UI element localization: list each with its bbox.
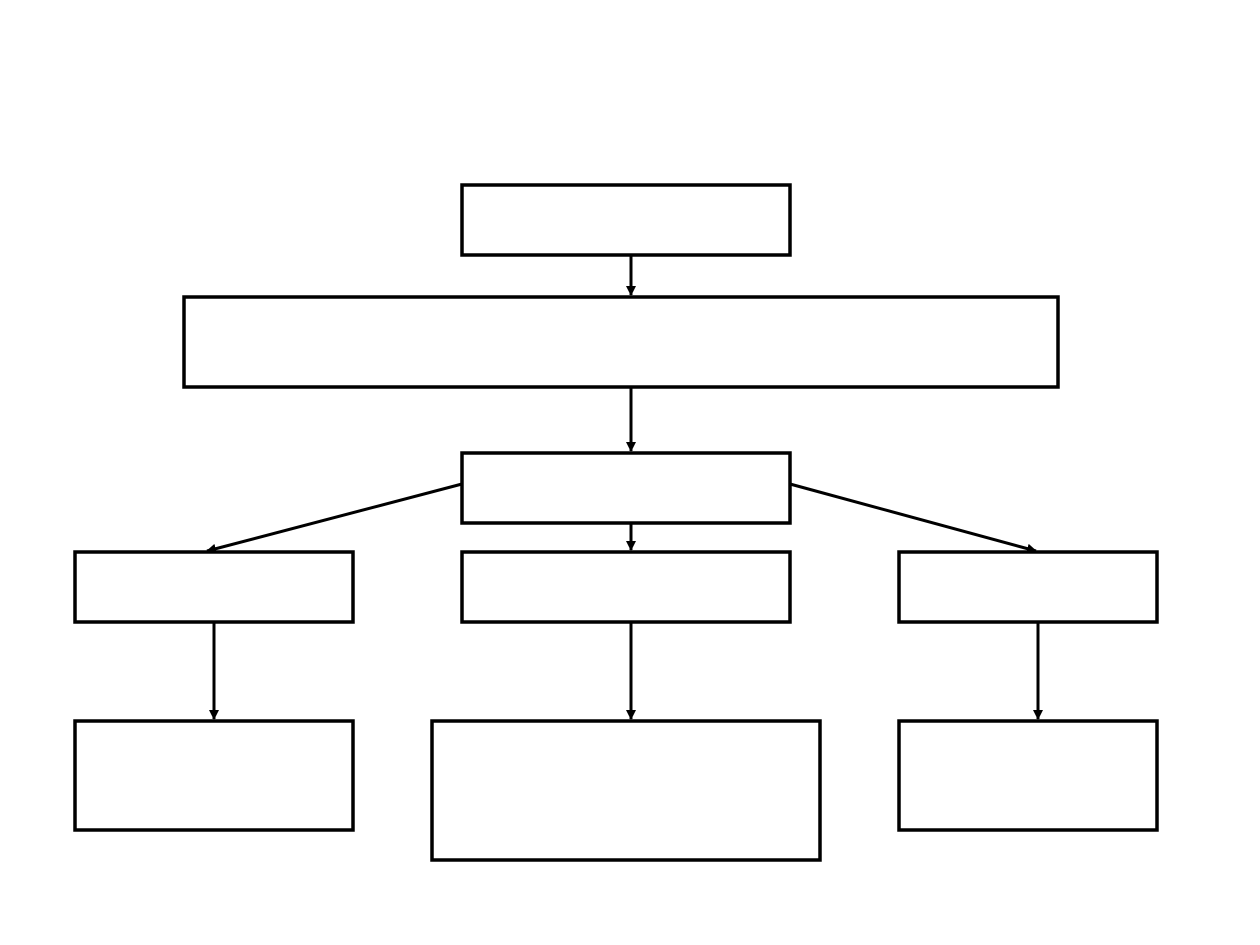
connectors-group (206, 255, 1043, 720)
node-box-right-mid (897, 550, 1159, 624)
nodes-group (73, 183, 1159, 862)
node-box-center-bottom (430, 719, 822, 862)
node-center-bottom (430, 719, 822, 862)
node-left-bottom (73, 719, 355, 832)
node-box-left-mid (73, 550, 355, 624)
node-center-mid (460, 550, 792, 624)
arrow-hub-to-left-mid (206, 482, 463, 554)
node-box-wide (182, 295, 1060, 389)
node-wide (182, 295, 1060, 389)
node-hub (460, 451, 792, 525)
node-right-mid (897, 550, 1159, 624)
node-box-hub (460, 451, 792, 525)
node-box-top (460, 183, 792, 257)
node-box-left-bottom (73, 719, 355, 832)
node-box-right-bottom (897, 719, 1159, 832)
node-right-bottom (897, 719, 1159, 832)
node-top (460, 183, 792, 257)
node-left-mid (73, 550, 355, 624)
node-box-center-mid (460, 550, 792, 624)
arrow-hub-to-right-mid (789, 482, 1037, 554)
